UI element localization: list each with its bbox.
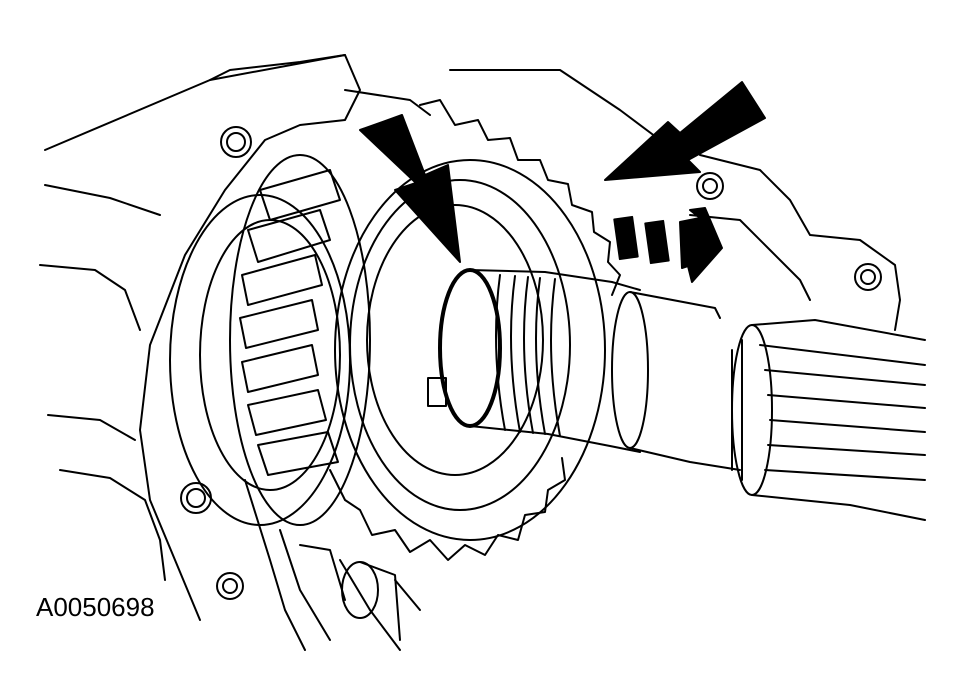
collar-pin bbox=[427, 377, 447, 407]
bolt-holes bbox=[180, 126, 882, 600]
housing-bore bbox=[169, 194, 351, 526]
dashed-arrow bbox=[613, 207, 723, 283]
housing-outline bbox=[39, 54, 901, 651]
arrow-down-icon bbox=[359, 114, 461, 263]
lower-stub bbox=[299, 544, 401, 641]
solid-arrows bbox=[359, 81, 766, 263]
arrow-left-icon bbox=[604, 81, 766, 181]
figure-id-label: A0050698 bbox=[36, 592, 155, 622]
dashed-arrow-head-icon bbox=[679, 207, 723, 283]
spur-gear bbox=[329, 99, 621, 561]
output-shaft bbox=[438, 268, 926, 521]
helical-gear bbox=[229, 154, 371, 526]
